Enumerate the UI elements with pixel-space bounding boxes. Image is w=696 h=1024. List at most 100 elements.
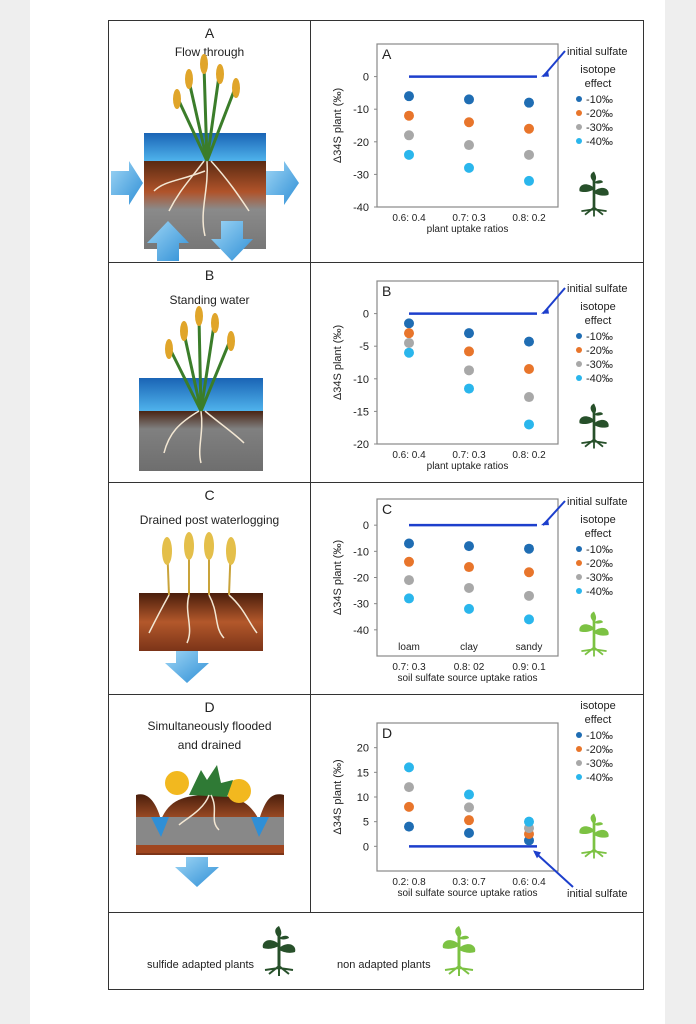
plot-frame (376, 43, 559, 208)
y-tick-label: -10 (353, 546, 369, 558)
legend-marker-s30 (576, 760, 582, 766)
data-point-s40 (404, 762, 414, 773)
legend-label: -10‰ (586, 94, 613, 106)
y-tick-label: -20 (353, 573, 369, 585)
y-axis-label: Δ34S plant (‰) (332, 325, 344, 400)
standing-water-illustration (139, 306, 263, 471)
legend-marker-s40 (576, 774, 582, 780)
data-point-s40 (404, 149, 414, 160)
y-tick-label: 0 (363, 309, 369, 321)
legend-marker-s30 (576, 361, 582, 367)
legend-label: -40‰ (586, 136, 613, 148)
x-tick-label: 0.9: 0.1 (512, 662, 546, 673)
data-point-s30 (464, 140, 474, 151)
y-axis-label: Δ34S plant (‰) (332, 88, 344, 163)
initial-sulfate-annotation: initial sulfate (567, 888, 628, 900)
y-tick-label: -30 (353, 169, 369, 181)
data-point-s40 (524, 614, 534, 625)
plot-frame (376, 498, 559, 657)
data-point-s10 (464, 94, 474, 105)
data-point-s20 (404, 556, 414, 567)
panel-letter: D (204, 699, 215, 715)
y-tick-label: -15 (353, 406, 369, 418)
sulfide-adapted-plant-icon (260, 924, 298, 978)
y-tick-label: 0 (363, 841, 369, 853)
y-tick-label: -10 (353, 104, 369, 116)
data-point-s10 (464, 541, 474, 552)
x-axis-label: soil sulfate source uptake ratios (397, 888, 537, 899)
arrow-head-icon (541, 307, 549, 314)
panel-title: Standing water (169, 293, 250, 307)
data-point-s30 (464, 582, 474, 593)
legend-marker-s20 (576, 560, 582, 566)
data-point-s30 (404, 782, 414, 793)
data-point-s40 (524, 175, 534, 186)
y-axis-label: Δ34S plant (‰) (332, 540, 344, 615)
data-point-s30 (404, 575, 414, 586)
legend-label: -20‰ (586, 345, 613, 357)
legend-marker-s40 (576, 588, 582, 594)
soil-type-label: loam (398, 642, 420, 653)
y-tick-label: 0 (363, 72, 369, 84)
y-tick-label: 5 (363, 817, 369, 829)
panel-c-illustration: C Drained post waterlogging (108, 482, 311, 695)
legend-label: -30‰ (586, 758, 613, 770)
legend-marker-s10 (576, 96, 582, 102)
arrow-down-icon (211, 221, 253, 261)
data-point-s10 (404, 821, 414, 832)
data-point-s20 (524, 123, 534, 134)
y-tick-label: 0 (363, 520, 369, 532)
arrow-head-icon (533, 850, 541, 859)
x-tick-label: 0.2: 0.8 (392, 877, 426, 888)
panel-title: Drained post waterlogging (139, 513, 280, 527)
legend-label: -30‰ (586, 359, 613, 371)
initial-sulfate-annotation: initial sulfate (567, 46, 628, 58)
data-point-s10 (524, 336, 534, 347)
arrow-down-icon (165, 651, 209, 683)
legend-title: isotope (580, 301, 615, 313)
legend-title: effect (585, 714, 612, 726)
panel-title: Flow through (174, 45, 245, 59)
data-point-s10 (524, 543, 534, 554)
flow-through-illustration (111, 54, 299, 261)
panel-letter: A (204, 25, 215, 41)
legend-marker-s30 (576, 574, 582, 580)
non-adapted-plant-icon (440, 924, 478, 978)
data-point-s10 (404, 318, 414, 329)
x-tick-label: 0.6: 0.4 (512, 877, 546, 888)
adapted-plants-label: sulfide adapted plants (147, 959, 255, 971)
panel-label: C (382, 501, 392, 517)
data-point-s40 (524, 419, 534, 430)
legend-title: effect (585, 528, 612, 540)
x-tick-label: 0.7: 0.3 (392, 662, 426, 673)
initial-sulfate-annotation: initial sulfate (567, 496, 628, 508)
legend-title: isotope (580, 64, 615, 76)
y-tick-label: 20 (357, 743, 369, 755)
x-tick-label: 0.6: 0.4 (392, 213, 426, 224)
legend-label: -30‰ (586, 572, 613, 584)
data-point-s20 (464, 117, 474, 128)
data-point-s30 (464, 365, 474, 376)
panel-label: D (382, 725, 392, 741)
legend-marker-s40 (576, 375, 582, 381)
data-point-s20 (524, 364, 534, 375)
legend-title: effect (585, 78, 612, 90)
data-point-s40 (464, 789, 474, 800)
y-tick-label: -20 (353, 439, 369, 451)
x-axis-label: soil sulfate source uptake ratios (397, 673, 537, 684)
y-axis-label: Δ34S plant (‰) (332, 759, 344, 834)
x-axis-label: plant uptake ratios (427, 461, 509, 472)
non-adapted-plant-icon (577, 611, 611, 657)
data-point-s20 (404, 328, 414, 339)
legend-label: -40‰ (586, 373, 613, 385)
x-axis-label: plant uptake ratios (427, 224, 509, 235)
data-point-s30 (524, 392, 534, 403)
data-point-s10 (524, 97, 534, 108)
data-point-s30 (524, 590, 534, 601)
soil-type-label: sandy (516, 642, 543, 653)
